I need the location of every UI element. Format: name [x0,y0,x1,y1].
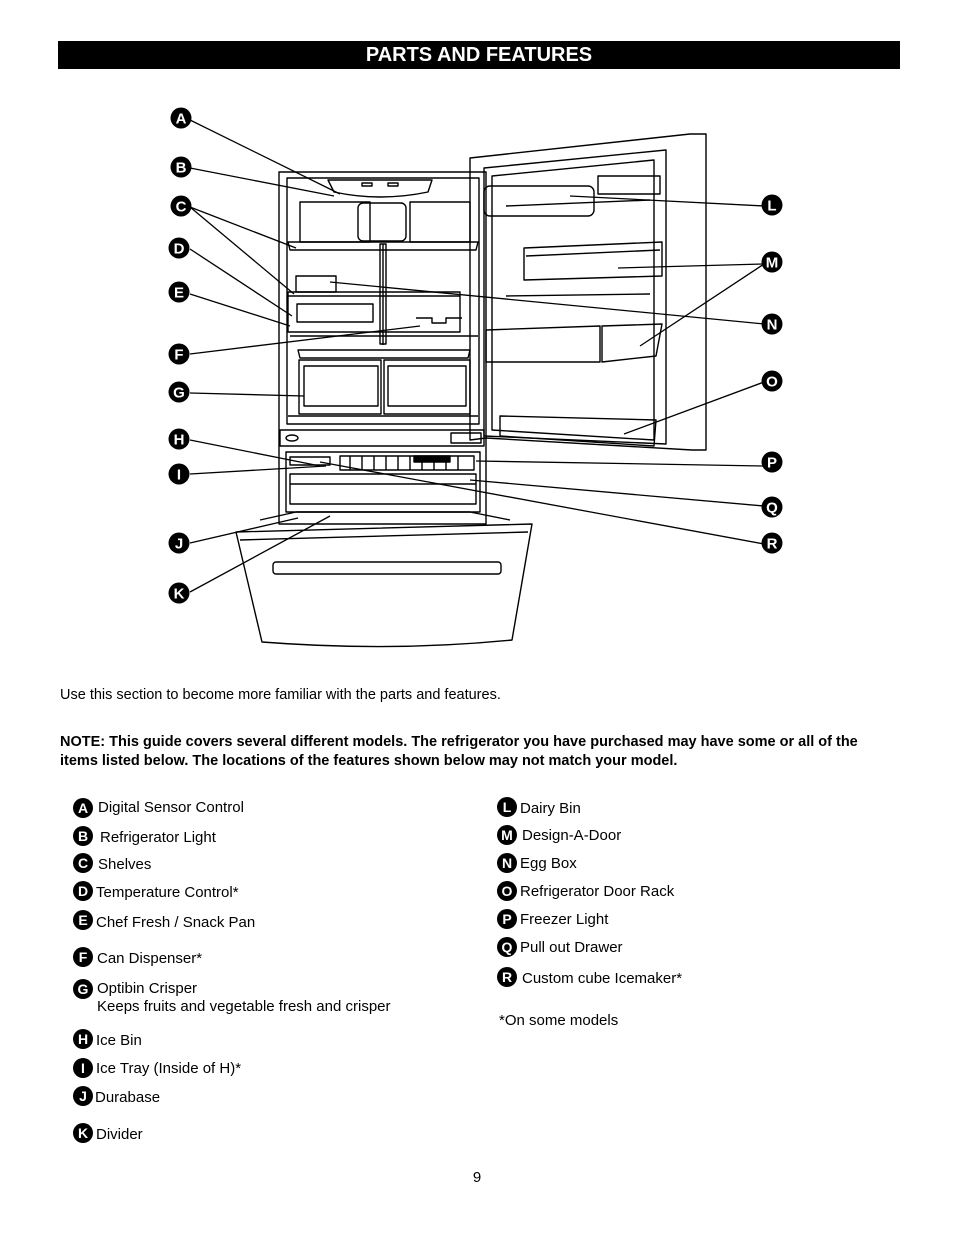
svg-text:D: D [174,241,185,258]
intro-text: Use this section to become more familiar… [60,687,501,703]
badge-g: G [73,979,93,999]
svg-text:Q: Q [766,500,778,517]
legend-item-label: Custom cube Icemaker* [522,970,683,987]
badge-q: Q [497,937,517,957]
badge-l: L [497,797,517,817]
badge-r: R [497,967,517,987]
legend-item-label: Ice Tray (Inside of H)* [96,1060,242,1077]
badge-j: J [73,1086,93,1106]
callout-e: E [168,281,190,303]
legend-item-label: Can Dispenser* [97,950,203,967]
callout-k: K [168,582,190,604]
svg-text:R: R [767,536,778,553]
badge-c: C [73,853,93,873]
callout-m: M [761,251,783,273]
badge-d: D [73,881,93,901]
legend-item-label: Ice Bin [96,1032,142,1049]
legend-item-label: Design-A-Door [522,827,622,844]
callout-f: F [168,343,190,365]
badge-p: P [497,909,517,929]
svg-text:M: M [766,255,779,272]
callout-b: B [170,156,192,178]
svg-text:O: O [766,374,778,391]
refrigerator-diagram: A B C D E F G H I J K L M N O P Q R [168,107,783,648]
callout-n: N [761,313,783,335]
model-note: NOTE: This guide covers several differen… [60,734,858,769]
badge-i: I [73,1058,93,1078]
svg-text:J: J [175,536,183,553]
badge-o: O [497,881,517,901]
callout-c: C [170,195,192,217]
svg-text:F: F [174,347,183,364]
svg-text:H: H [174,432,185,449]
badge-m: M [497,825,517,845]
badge-k: K [73,1123,93,1143]
svg-text:K: K [174,586,185,603]
svg-text:B: B [176,160,187,177]
svg-text:A: A [176,111,187,128]
svg-text:G: G [173,385,185,402]
callout-j: J [168,532,190,554]
section-title: PARTS AND FEATURES [58,41,900,69]
legend-item-label: Divider [96,1126,143,1143]
badge-e: E [73,910,93,930]
legend-item-label: Shelves [98,856,152,873]
svg-text:L: L [767,198,776,215]
legend-item-label: Temperature Control* [96,884,239,901]
badge-n: N [497,853,517,873]
callout-a: A [170,107,192,129]
svg-text:E: E [174,285,184,302]
badge-f: F [73,947,93,967]
callout-l: L [761,194,783,216]
legend-item-label: Freezer Light [520,911,609,928]
legend-item-label: Pull out Drawer [520,939,623,956]
svg-text:P: P [767,455,777,472]
callout-i: I [168,463,190,485]
callout-d: D [168,237,190,259]
callout-p: P [761,451,783,473]
legend-item-label: Refrigerator Light [100,829,216,846]
legend-item-label: Refrigerator Door Rack [520,883,675,900]
legend-item-label: Dairy Bin [520,800,581,817]
svg-text:N: N [767,317,778,334]
callout-q: Q [761,496,783,518]
callout-o: O [761,370,783,392]
legend-item-label: Digital Sensor Control [98,799,244,816]
svg-text:C: C [176,199,187,216]
callout-h: H [168,428,190,450]
legend-item-sublabel: Keeps fruits and vegetable fresh and cri… [97,998,391,1015]
page-number: 9 [472,1169,482,1186]
badge-b: B [73,826,93,846]
callout-g: G [168,381,190,403]
legend-item-label: Durabase [95,1089,161,1106]
legend-item-label: Chef Fresh / Snack Pan [96,914,256,931]
svg-text:I: I [177,467,181,484]
badge-a: A [73,798,93,818]
badge-h: H [73,1029,93,1049]
legend-item-label: Optibin Crisper [97,980,198,997]
callout-r: R [761,532,783,554]
footnote: *On some models [499,1012,619,1029]
legend-item-label: Egg Box [520,855,577,872]
